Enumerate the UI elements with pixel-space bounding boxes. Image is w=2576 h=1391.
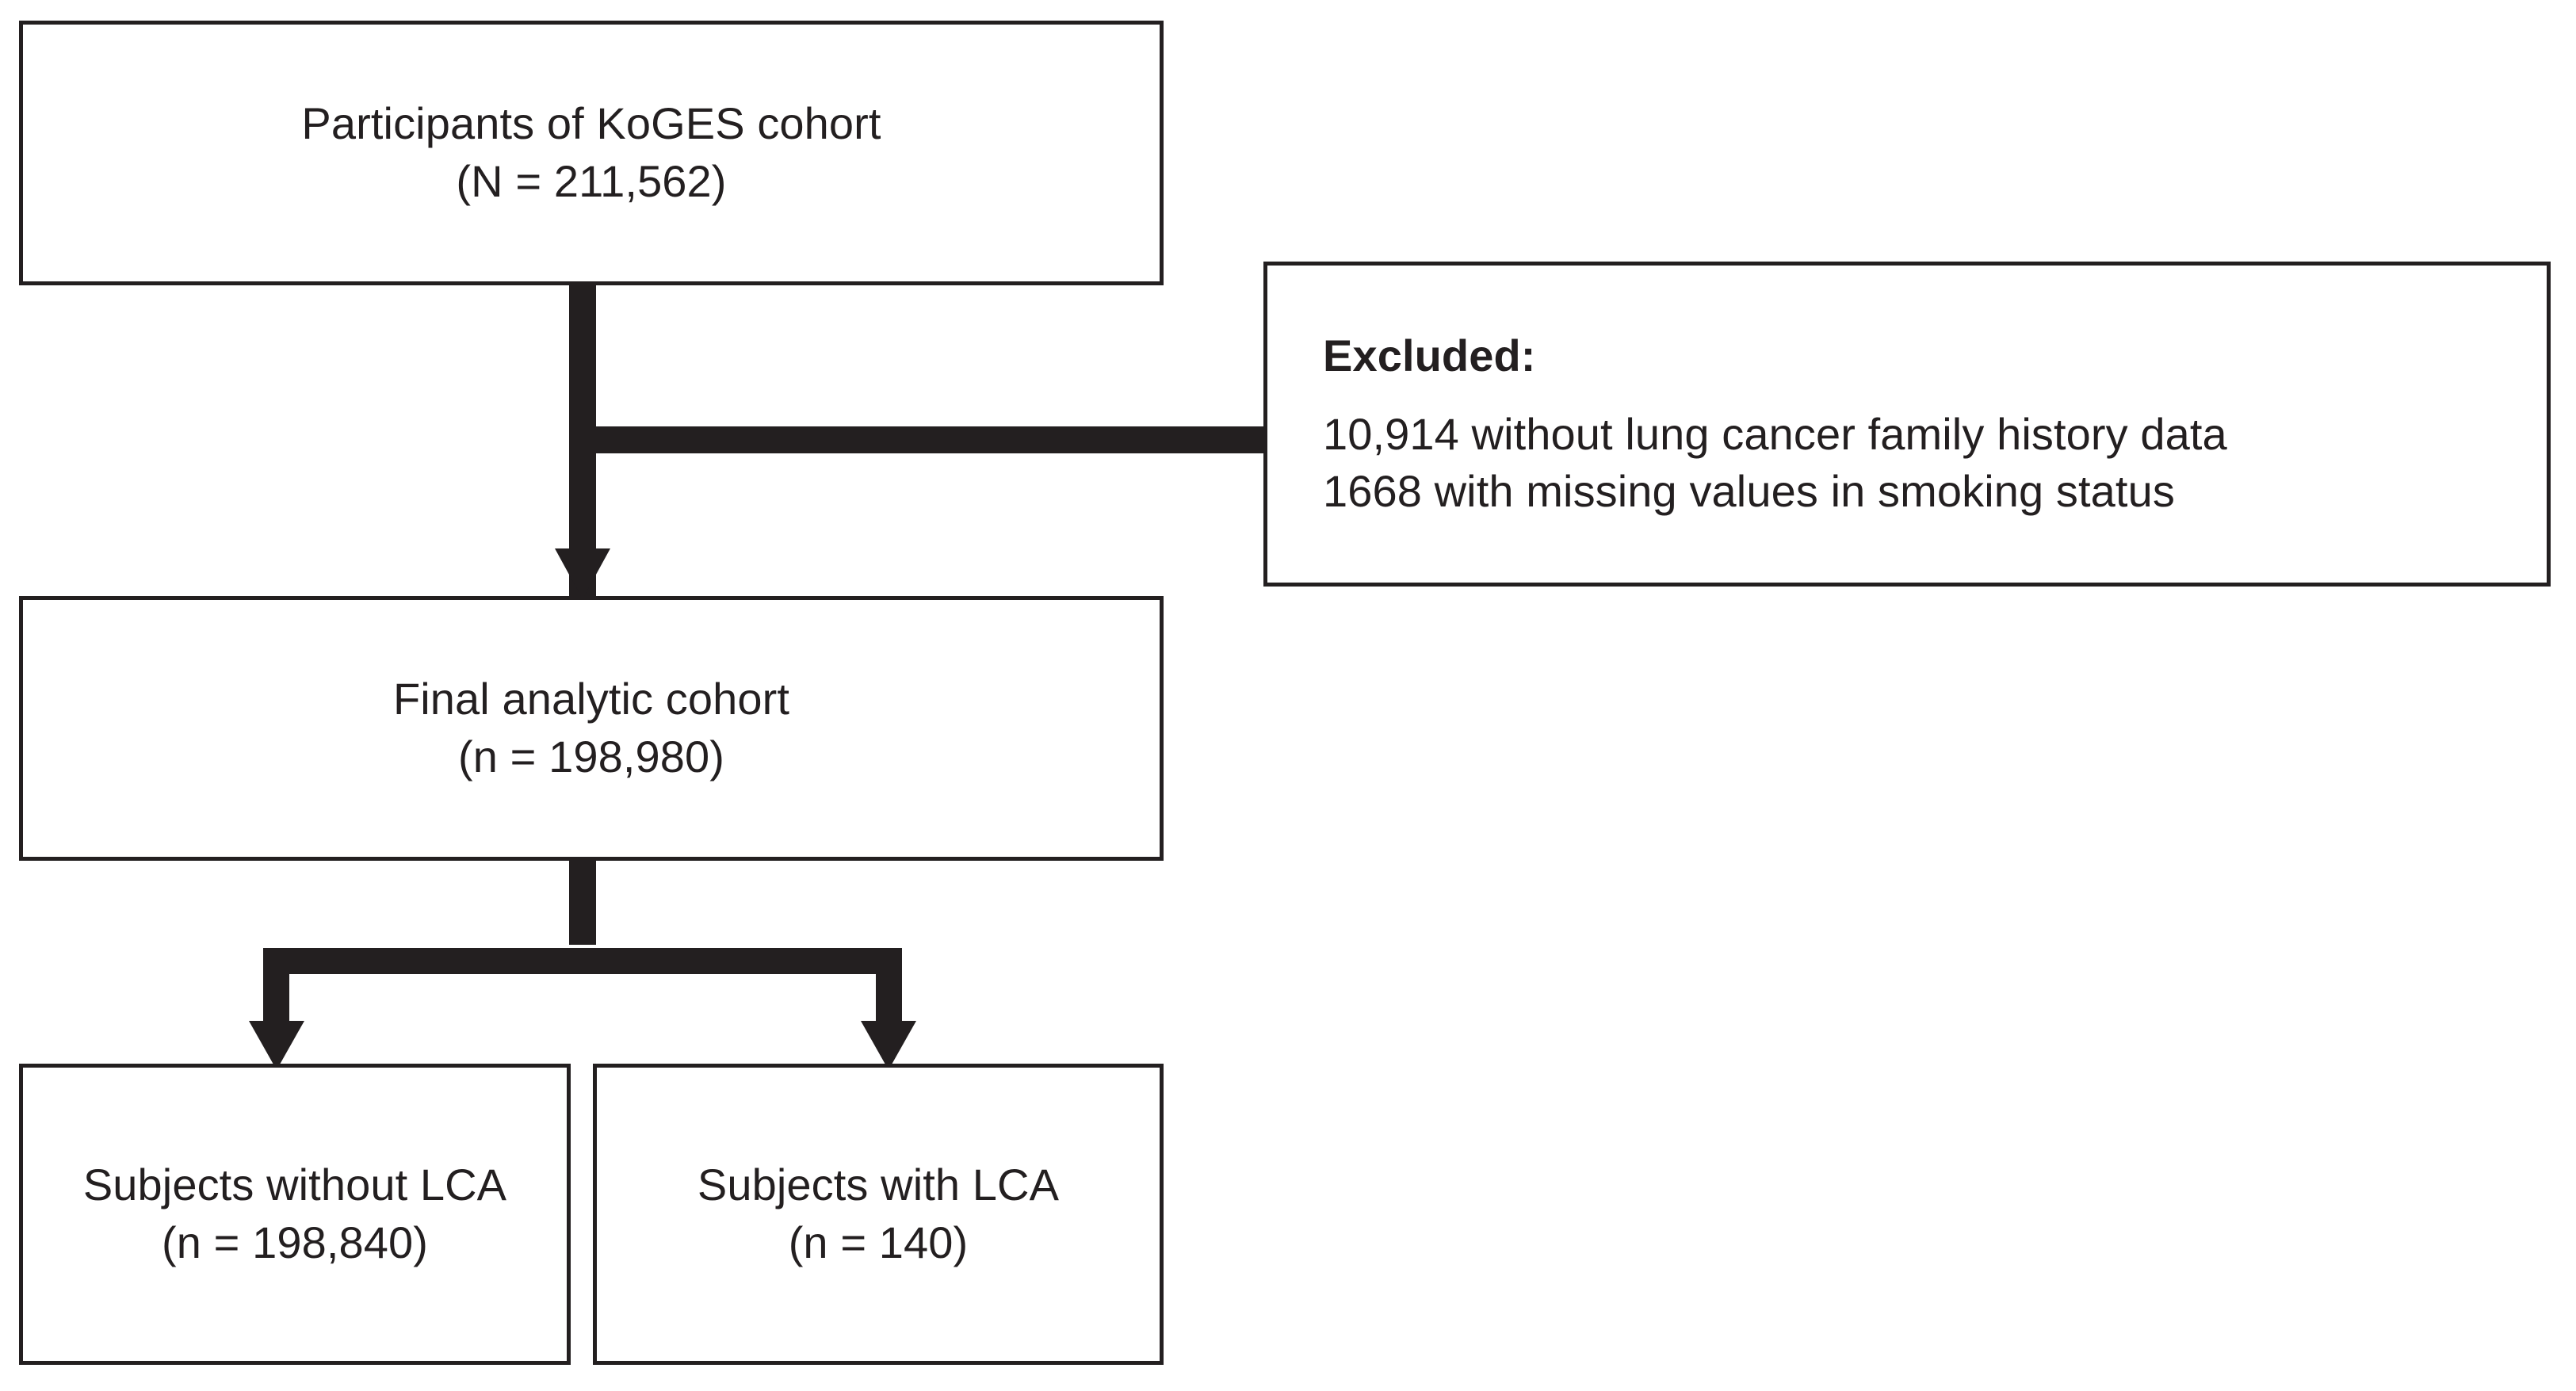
node-without-lca-line-1: Subjects without LCA <box>82 1160 507 1210</box>
node-excluded-reason-1: 10,914 without lung cancer family histor… <box>1323 408 2227 459</box>
node-final-cohort-line-1: Final analytic cohort <box>392 674 790 724</box>
connector-split-bar <box>263 948 902 974</box>
node-excluded: Excluded: 10,914 without lung cancer fam… <box>1263 262 2551 587</box>
node-subjects-with-lca: Subjects with LCA (n = 140) <box>593 1064 1164 1365</box>
node-excluded-heading: Excluded: <box>1323 330 1536 380</box>
node-final-cohort-line-2: (n = 198,980) <box>458 732 724 781</box>
node-participants-line-1: Participants of KoGES cohort <box>301 98 881 149</box>
connector-branch-to-excluded <box>569 426 1267 453</box>
node-participants-koges-cohort: Participants of KoGES cohort (N = 211,56… <box>19 21 1164 285</box>
arrowhead-into-subjects-with-lca <box>861 1021 916 1070</box>
node-with-lca-line-2: (n = 140) <box>788 1217 969 1267</box>
node-subjects-without-lca: Subjects without LCA (n = 198,840) <box>19 1064 571 1365</box>
node-with-lca-line-1: Subjects with LCA <box>697 1160 1060 1210</box>
arrowhead-into-subjects-without-lca <box>249 1021 304 1070</box>
node-final-analytic-cohort: Final analytic cohort (n = 198,980) <box>19 596 1164 861</box>
arrowhead-into-final-cohort <box>555 548 610 599</box>
node-without-lca-line-2: (n = 198,840) <box>162 1217 428 1267</box>
node-excluded-reason-2: 1668 with missing values in smoking stat… <box>1323 466 2175 517</box>
node-participants-line-2: (N = 211,562) <box>456 156 727 206</box>
